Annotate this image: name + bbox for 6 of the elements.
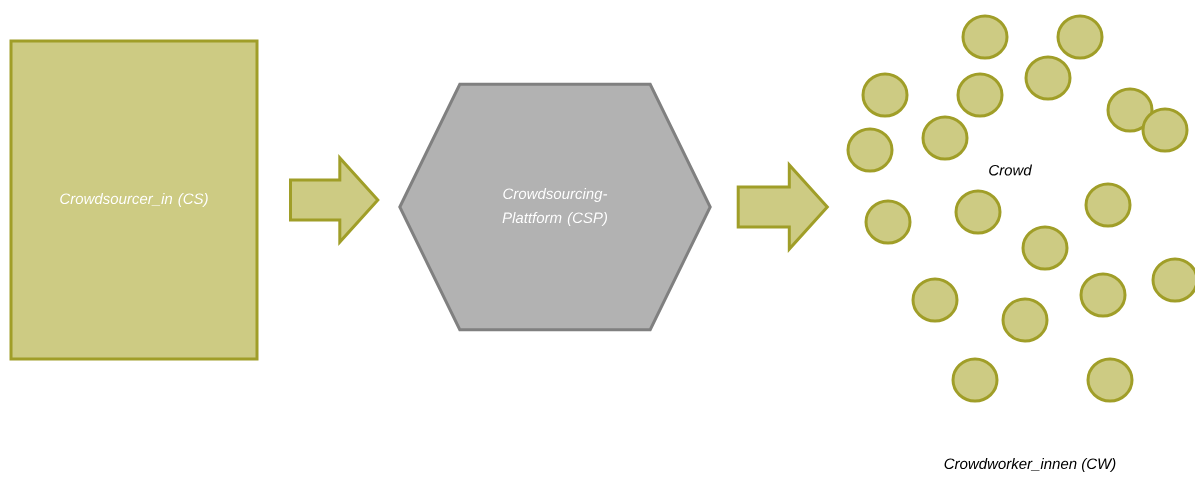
caption: Crowdworker_innen (CW) (944, 458, 1116, 472)
block-arrow (289, 154, 380, 246)
block-arrow (736, 161, 830, 253)
platform-hexagon: Crowdsourcing-Plattform (CSP) (398, 82, 712, 332)
participant-box: Crowdsourcer_in (CS) (9, 39, 259, 361)
crowd-label: Crowd (989, 164, 1033, 176)
